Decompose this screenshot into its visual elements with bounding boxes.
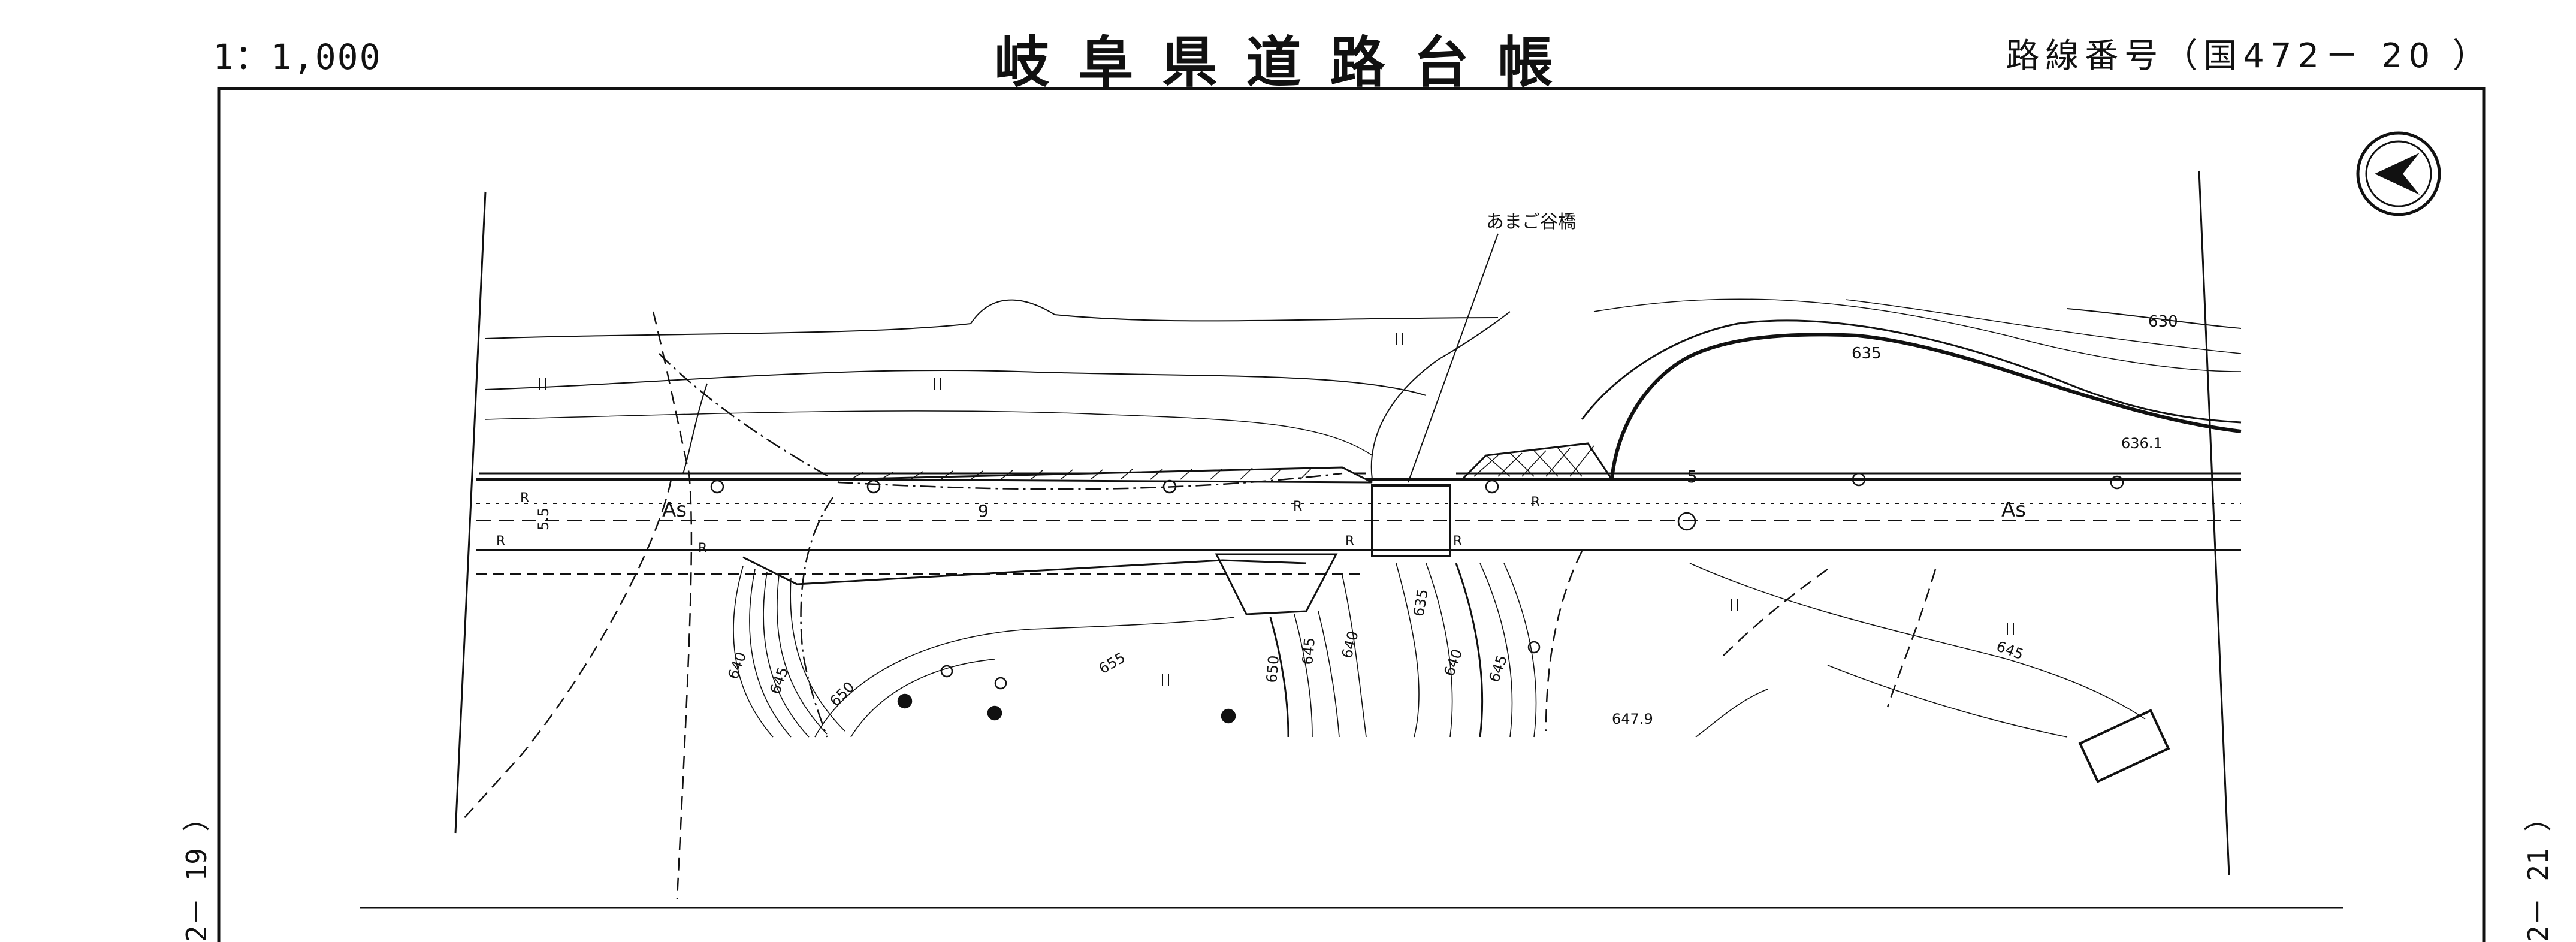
contour-label-b8: 635	[1410, 588, 1432, 618]
marker-r-3: R	[698, 541, 707, 556]
plot-boundaries	[454, 170, 2230, 875]
station-label-9: 9	[978, 501, 989, 521]
contour-label-635: 635	[1852, 345, 1882, 363]
admin-boundary	[659, 353, 1343, 738]
bridge	[1371, 484, 1451, 557]
vegetation-symbols	[539, 333, 2014, 686]
route-number: 路線番号（国472－ 20 ）	[2006, 37, 2492, 76]
bridge-leader	[1408, 233, 1499, 483]
station-label-5: 5	[1687, 467, 1698, 487]
marker-r-6: R	[1453, 534, 1462, 549]
contour-label-b11: 645	[1994, 638, 2026, 663]
map-scale: 1：1,000	[213, 37, 382, 77]
contour-label-b10: 645	[1485, 653, 1511, 684]
marker-r-1: R	[520, 491, 529, 506]
contour-label-630: 630	[2148, 313, 2178, 331]
marker-r-2: R	[496, 534, 505, 549]
contour-label-b1: 640	[724, 650, 750, 681]
contour-label-b4: 655	[1096, 649, 1128, 677]
contour-label-b6: 645	[1299, 636, 1318, 665]
pavement-label-right: As	[2001, 498, 2026, 522]
road-width-label: 5.5	[535, 508, 552, 530]
contour-label-b5: 650	[1263, 654, 1282, 683]
pavement-label-left: As	[662, 498, 687, 522]
contour-label-b7: 640	[1339, 629, 1362, 660]
bridge-label: あまご谷橋	[1486, 212, 1576, 233]
contours-bottom	[733, 563, 2146, 738]
retaining-wall-hatch	[850, 445, 1594, 480]
boundary-lines	[461, 311, 1937, 899]
contours-top	[485, 298, 2242, 480]
marker-r-7: R	[1531, 495, 1540, 510]
marker-r-5: R	[1345, 534, 1354, 549]
contour-label-b3: 650	[826, 678, 857, 709]
page-title: 岐阜県道路台帳	[994, 30, 1582, 95]
map-frame	[217, 87, 2486, 942]
north-arrow-icon	[2356, 131, 2441, 216]
marker-r-4: R	[1293, 499, 1302, 514]
spot-height-1: 636.1	[2121, 435, 2163, 452]
contour-label-b9: 640	[1440, 647, 1466, 678]
spot-height-2: 647.9	[1612, 711, 1653, 727]
road	[476, 442, 2241, 615]
survey-markers	[710, 472, 2170, 783]
